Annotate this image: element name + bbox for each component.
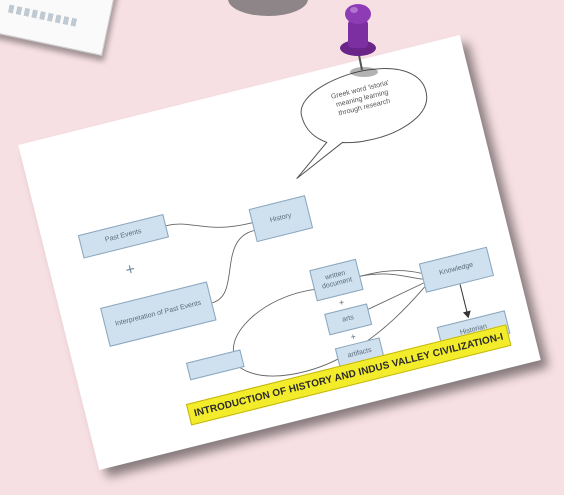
arrow-knowledge-historian <box>459 284 468 314</box>
connector-lines <box>166 68 471 377</box>
corner-card <box>0 0 119 56</box>
speech-bubble <box>296 68 428 180</box>
line-arts-knowledge <box>368 282 424 310</box>
line-past-history <box>166 222 253 228</box>
push-pin-icon <box>340 4 378 77</box>
line-written-knowledge <box>360 273 423 280</box>
arrow-head <box>462 310 471 319</box>
top-shadow-blob <box>228 0 308 16</box>
card-scribble <box>7 4 79 27</box>
slide-sheet: Greek word 'istoria' meaning learning th… <box>18 34 541 471</box>
line-interp-history <box>212 230 255 304</box>
